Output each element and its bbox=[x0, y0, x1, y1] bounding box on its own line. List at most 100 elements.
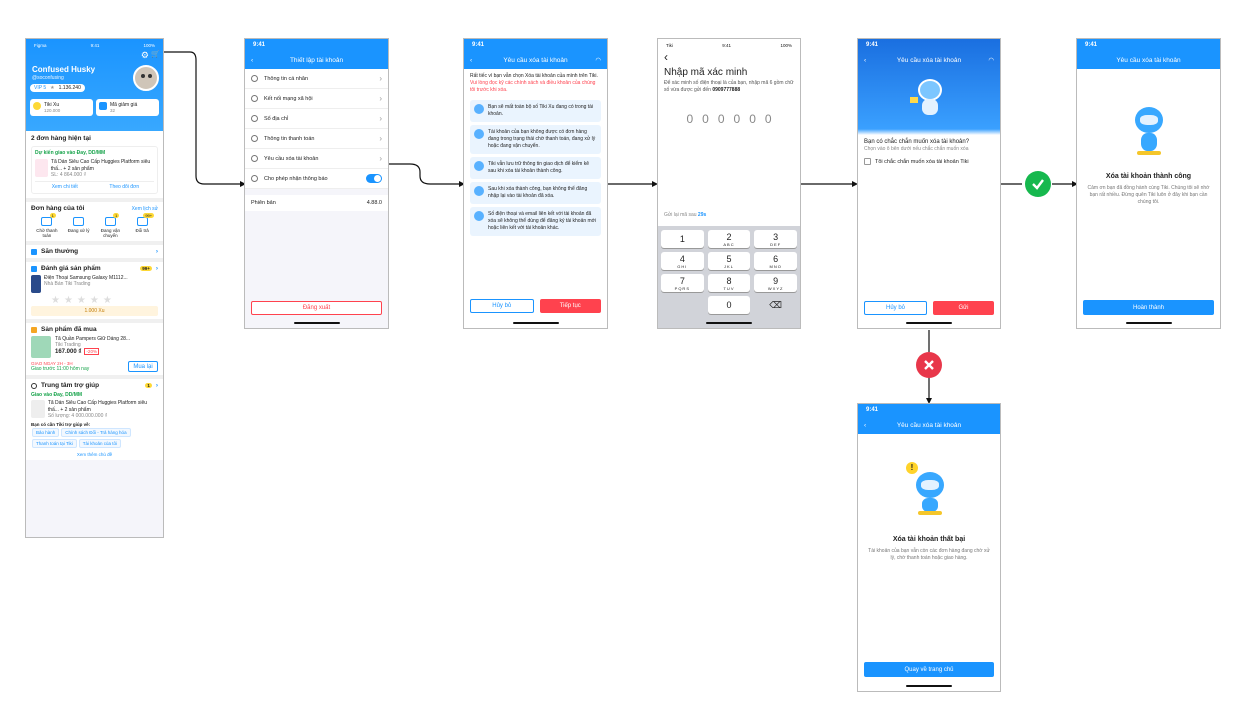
help-tag[interactable]: Thanh toán tại Tiki bbox=[32, 439, 77, 448]
diaper-thumb bbox=[31, 336, 51, 358]
user-handle: @soconfusing bbox=[32, 75, 64, 81]
policy-card: Bạn sẽ mất toàn bộ số Tiki Xu đang có tr… bbox=[470, 100, 601, 122]
order-track-link[interactable]: Theo dõi đơn bbox=[95, 184, 155, 190]
order-status-processing[interactable]: Đang xử lý bbox=[65, 217, 93, 238]
help-tag[interactable]: Chính sách Đổi - Trả hàng hóa bbox=[61, 428, 130, 437]
link-icon bbox=[251, 95, 258, 102]
location-icon bbox=[251, 115, 258, 122]
block-icon bbox=[251, 155, 258, 162]
product-thumb bbox=[35, 159, 48, 177]
key-1[interactable]: 1 bbox=[661, 230, 704, 248]
success-check-icon bbox=[1025, 171, 1051, 197]
row-notifications: Cho phép nhận thông báo bbox=[245, 169, 388, 189]
success-heading: Xóa tài khoản thành công bbox=[1077, 173, 1220, 180]
key-empty bbox=[661, 296, 704, 314]
bought-title: Sản phẩm đã mua bbox=[41, 326, 97, 333]
settings-gear-icon[interactable]: ⚙ bbox=[141, 50, 149, 61]
screen-delete-confirm: 9:41 ‹Yêu cầu xóa tài khoản◠ Bạn có chắc… bbox=[857, 38, 1001, 329]
screen-delete-request: 9:41 ‹Yêu cầu xóa tài khoản◠ Rất tiếc vì… bbox=[463, 38, 608, 329]
otp-title: Nhập mã xác minh bbox=[658, 63, 800, 80]
resend-text: Gửi lại mã sau bbox=[664, 212, 697, 218]
failure-heading: Xóa tài khoản thất bại bbox=[858, 536, 1000, 543]
screen-title: Thiết lập tài khoản bbox=[245, 57, 388, 64]
rating-stars[interactable]: ★★★★★ bbox=[51, 295, 158, 306]
help-tag[interactable]: Bảo hành bbox=[32, 428, 59, 437]
cancel-button[interactable]: Hủy bỏ bbox=[470, 299, 534, 313]
resend-countdown: 29s bbox=[698, 212, 706, 218]
order-history-link[interactable]: Xem lịch sử bbox=[132, 206, 158, 212]
user-name[interactable]: Confused Husky bbox=[32, 65, 95, 74]
my-orders-title: Đơn hàng của tôi bbox=[31, 205, 84, 212]
backspace-key[interactable]: ⌫ bbox=[754, 296, 797, 314]
shield-icon bbox=[474, 161, 484, 171]
help-center-title: Trung tâm trợ giúp bbox=[41, 382, 99, 389]
screen-title: Yêu cầu xóa tài khoản bbox=[858, 57, 1000, 64]
version-value: 4.88.0 bbox=[367, 200, 382, 206]
current-order-card[interactable]: Dự kiến giao vào Ðay, DD/MM Tã Dán Siêu … bbox=[31, 146, 158, 194]
mascot-illustration bbox=[910, 79, 950, 119]
current-orders-title: 2 đơn hàng hiện tại bbox=[31, 135, 158, 142]
version-label: Phiên bản bbox=[251, 200, 276, 206]
buy-again-button[interactable]: Mua lại bbox=[128, 361, 158, 372]
row-social-connect[interactable]: Kết nối mạng xã hội› bbox=[245, 89, 388, 109]
review-xu-reward: 1.000 Xu bbox=[31, 306, 158, 316]
back-arrow-icon[interactable]: ‹ bbox=[658, 51, 800, 63]
send-button[interactable]: Gửi bbox=[933, 301, 994, 315]
home-button[interactable]: Quay về trang chủ bbox=[864, 662, 994, 677]
confirm-question: Bạn có chắc chắn muốn xóa tài khoản? bbox=[858, 135, 1000, 146]
policy-card: Sau khi xóa thành công, bạn không thể đă… bbox=[470, 182, 601, 204]
notification-toggle[interactable] bbox=[366, 174, 382, 183]
logout-button[interactable]: Đăng xuất bbox=[251, 301, 382, 315]
row-address-book[interactable]: Sổ địa chỉ› bbox=[245, 109, 388, 129]
screen-title: Yêu cầu xóa tài khoản bbox=[464, 57, 607, 64]
policy-card: Tiki vẫn lưu trữ thông tin giao dịch để … bbox=[470, 157, 601, 179]
row-delete-account[interactable]: Yêu cầu xóa tài khoản› bbox=[245, 149, 388, 169]
user-icon bbox=[251, 75, 258, 82]
confirm-checkbox[interactable] bbox=[864, 158, 871, 165]
more-topics-link[interactable]: Xem thêm chủ đề bbox=[31, 452, 158, 457]
person-icon bbox=[474, 211, 484, 221]
failure-x-icon bbox=[916, 352, 942, 378]
avatar[interactable] bbox=[133, 65, 159, 91]
review-title: Đánh giá sản phẩm bbox=[41, 265, 101, 272]
bell-icon bbox=[251, 175, 258, 182]
intro-text: Rất tiếc vì bạn vẫn chọn Xóa tài khoản c… bbox=[470, 73, 598, 79]
row-personal-info[interactable]: Thông tin cá nhân› bbox=[245, 69, 388, 89]
order-detail-link[interactable]: Xem chi tiết bbox=[35, 184, 95, 190]
screen-delete-success: 9:41 Yêu cầu xóa tài khoản Xóa tài khoản… bbox=[1076, 38, 1221, 329]
done-button[interactable]: Hoàn thành bbox=[1083, 300, 1214, 315]
mascot-illustration: ! bbox=[906, 462, 952, 518]
policy-card: Tài khoản của bạn không được có đơn hàng… bbox=[470, 125, 601, 154]
cancel-button[interactable]: Hủy bỏ bbox=[864, 301, 927, 315]
success-body: Cảm ơn bạn đã đồng hành cùng Tiki. Chúng… bbox=[1085, 185, 1212, 206]
intro-warning: Vui lòng đọc kỹ các chính sách và điều k… bbox=[470, 80, 595, 93]
continue-button[interactable]: Tiếp tục bbox=[540, 299, 602, 313]
policy-card: Số điện thoại và email liên kết với tài … bbox=[470, 207, 601, 236]
help-tag[interactable]: Tài khoản của tôi bbox=[79, 439, 121, 448]
cart-icon[interactable]: 🛒 bbox=[151, 50, 160, 58]
rewards-row[interactable]: Săn thưởng› bbox=[26, 241, 163, 258]
screen-title: Yêu cầu xóa tài khoản bbox=[858, 422, 1000, 429]
key-0[interactable]: 0 bbox=[708, 296, 751, 314]
row-payment-info[interactable]: Thông tin thanh toán› bbox=[245, 129, 388, 149]
confirm-checkbox-label: Tôi chắc chắn muốn xóa tài khoản Tiki bbox=[875, 159, 969, 165]
lock-icon bbox=[474, 186, 484, 196]
mascot-illustration bbox=[1129, 107, 1169, 157]
vip-badge[interactable]: VIP 5★1.136.240 bbox=[30, 84, 85, 92]
